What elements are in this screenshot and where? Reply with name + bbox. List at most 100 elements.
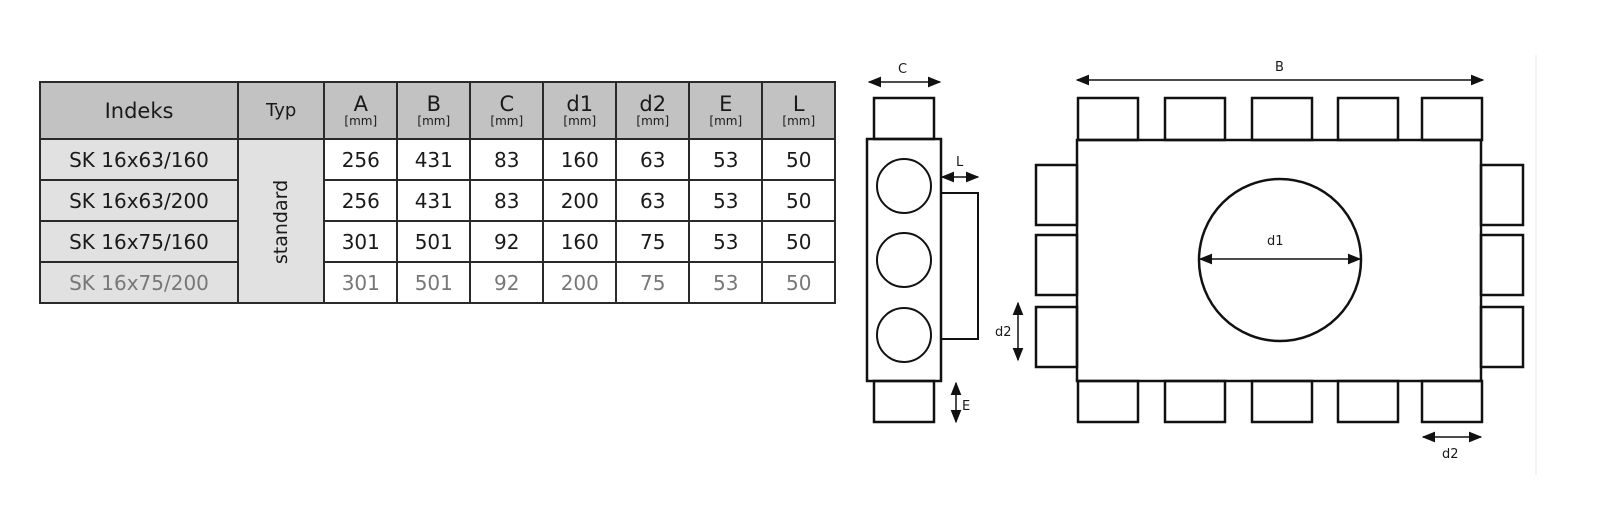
index-cell: SK 16x75/160	[39, 220, 239, 263]
value-e: 53	[688, 179, 764, 222]
header-unit: [mm]	[417, 114, 451, 128]
value-l: 50	[761, 220, 837, 263]
label-d2-side: d2	[995, 325, 1012, 340]
header-symbol: A	[353, 92, 368, 116]
spigot	[1034, 233, 1079, 297]
header-dim-l: L[mm]	[761, 81, 837, 140]
value-e: 53	[688, 138, 764, 181]
bottom-spigots	[1076, 379, 1484, 424]
side-view	[865, 76, 980, 424]
header-type: Typ	[236, 81, 326, 140]
spigot	[1163, 96, 1227, 142]
top-view	[1012, 74, 1525, 443]
label-d2-bottom: d2	[1442, 447, 1459, 462]
spigot	[1250, 96, 1314, 142]
value-a: 301	[323, 261, 399, 304]
right-spigots	[1479, 163, 1525, 369]
value-b: 501	[396, 220, 472, 263]
side-bottom-spigot	[872, 379, 936, 424]
side-top-spigot	[872, 96, 936, 141]
index-cell: SK 16x63/200	[39, 179, 239, 222]
spigot	[1076, 96, 1140, 142]
header-dim-d2: d2[mm]	[615, 81, 691, 140]
header-unit: [mm]	[344, 114, 378, 128]
header-dim-b: B[mm]	[396, 81, 472, 140]
header-symbol: E	[719, 92, 733, 116]
value-a: 256	[323, 138, 399, 181]
table-row: SK 16x63/200 256 431 83 200 63 53 50	[39, 179, 837, 222]
header-symbol: d1	[566, 92, 594, 116]
value-d1: 200	[542, 179, 618, 222]
spigot	[1420, 379, 1484, 424]
main-outlet-circle	[1197, 177, 1363, 343]
label-e: E	[962, 399, 970, 414]
header-symbol: L	[792, 92, 805, 116]
header-unit: [mm]	[709, 114, 743, 128]
side-circle	[876, 232, 932, 288]
side-circle	[876, 158, 932, 214]
header-unit: [mm]	[782, 114, 816, 128]
value-d1: 200	[542, 261, 618, 304]
header-index: Indeks	[39, 81, 239, 140]
value-a: 256	[323, 179, 399, 222]
header-dim-d1: d1[mm]	[542, 81, 618, 140]
header-symbol: d2	[639, 92, 667, 116]
side-l-spigot	[940, 192, 979, 340]
value-d1: 160	[542, 138, 618, 181]
value-b: 431	[396, 179, 472, 222]
value-d1: 160	[542, 220, 618, 263]
table-row: SK 16x63/160 standard 256 431 83 160 63 …	[39, 138, 837, 304]
label-b: B	[1275, 60, 1284, 75]
header-unit: [mm]	[563, 114, 597, 128]
header-symbol: C	[499, 92, 515, 116]
label-d1: d1	[1267, 234, 1284, 249]
type-cell: standard	[236, 138, 326, 304]
spigot	[1479, 163, 1525, 227]
header-unit: [mm]	[636, 114, 670, 128]
label-l: L	[956, 155, 964, 170]
index-cell: SK 16x75/200	[39, 261, 239, 304]
spigot	[1479, 233, 1525, 297]
spigot	[1034, 305, 1079, 369]
spigot	[1336, 379, 1400, 424]
label-c: C	[898, 62, 907, 77]
spigot	[1336, 96, 1400, 142]
value-d2: 63	[615, 138, 691, 181]
spigot	[1163, 379, 1227, 424]
value-l: 50	[761, 138, 837, 181]
value-e: 53	[688, 261, 764, 304]
left-spigots	[1034, 163, 1079, 369]
value-d2: 75	[615, 220, 691, 263]
spigot	[1479, 305, 1525, 369]
top-body	[1075, 138, 1483, 383]
index-cell: SK 16x63/160	[39, 138, 239, 181]
value-c: 83	[469, 138, 545, 181]
table-row: SK 16x75/200 301 501 92 200 75 53 50	[39, 261, 837, 304]
top-spigots	[1076, 96, 1484, 142]
header-symbol: B	[426, 92, 441, 116]
table-header-row: Indeks Typ A[mm] B[mm] C[mm] d1[mm] d2[m…	[39, 81, 837, 140]
header-unit: [mm]	[490, 114, 524, 128]
table-row: SK 16x75/160 301 501 92 160 75 53 50	[39, 220, 837, 263]
value-b: 501	[396, 261, 472, 304]
header-dim-e: E[mm]	[688, 81, 764, 140]
value-d2: 75	[615, 261, 691, 304]
image-edge-line	[1535, 55, 1537, 475]
dimensions-table: Indeks Typ A[mm] B[mm] C[mm] d1[mm] d2[m…	[39, 81, 837, 304]
value-c: 92	[469, 261, 545, 304]
side-circle	[876, 307, 932, 363]
header-dim-c: C[mm]	[469, 81, 545, 140]
value-a: 301	[323, 220, 399, 263]
value-l: 50	[761, 261, 837, 304]
value-d2: 63	[615, 179, 691, 222]
value-c: 83	[469, 179, 545, 222]
spigot	[1250, 379, 1314, 424]
value-e: 53	[688, 220, 764, 263]
spigot	[1076, 379, 1140, 424]
header-dim-a: A[mm]	[323, 81, 399, 140]
value-c: 92	[469, 220, 545, 263]
value-l: 50	[761, 179, 837, 222]
spigot	[1034, 163, 1079, 227]
value-b: 431	[396, 138, 472, 181]
